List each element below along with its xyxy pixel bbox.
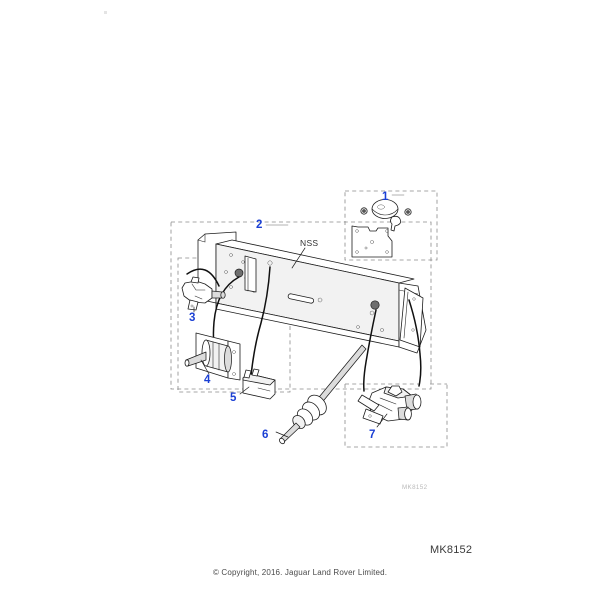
part-2-boss-right: [370, 300, 380, 310]
part-1-mounting-plate: [351, 225, 393, 258]
dashed-group-boxes: [170, 190, 448, 448]
part-5-terminal-1: [243, 369, 252, 379]
part-3-tab: [187, 299, 199, 311]
watermark-code: MK8152: [402, 484, 428, 491]
leader-7: [376, 413, 388, 428]
cable-right-lower: [363, 309, 377, 392]
callout-2: 2: [256, 219, 262, 231]
dashed-box-item-1: [344, 190, 438, 261]
part-2-boss-left: [234, 268, 244, 278]
callout-7: 7: [369, 429, 375, 441]
nss-leader-line: [291, 247, 306, 269]
part-3-latch: [181, 276, 226, 313]
dashed-box-items-3-5: [177, 257, 291, 393]
leader-4: [200, 359, 210, 375]
part-7-arm-left: [357, 394, 380, 412]
part-6-rod: [275, 344, 367, 445]
part-6-grommet: [292, 394, 327, 429]
part-7-arm-lower: [362, 408, 384, 425]
cable-center: [250, 266, 271, 377]
part-3-body: [181, 280, 213, 304]
part-2-center-slot: [287, 293, 315, 304]
callout-5: 5: [230, 392, 237, 404]
leader-5: [239, 386, 250, 395]
part-7-latch-mechanism: [357, 385, 422, 428]
part-2-main-panel: NSS: [197, 231, 427, 354]
copyright-notice: © Copyright, 2016. Jaguar Land Rover Lim…: [213, 568, 387, 577]
part-1-assembly: [351, 199, 412, 258]
part-2-stiffener: [244, 255, 257, 293]
leader-6: [275, 431, 289, 438]
part-5-switch: [239, 368, 276, 400]
background-speck: [104, 11, 107, 14]
dashed-box-item-2: [170, 221, 432, 390]
diagram-code: MK8152: [430, 544, 472, 556]
part-3-top-lug: [190, 276, 200, 284]
nss-label: NSS: [300, 238, 318, 248]
dashed-box-item-7: [344, 384, 448, 448]
callout-numbers: 1 2 3 4 5 6 7: [189, 191, 389, 441]
callout-4: 4: [204, 374, 211, 386]
part-4-motor: [184, 332, 241, 381]
cable-left-upper: [186, 268, 220, 287]
cable-right-bracket: [408, 299, 422, 387]
part-1-clip: [390, 215, 402, 232]
part-7-pawl: [387, 385, 403, 397]
callout-3: 3: [189, 312, 195, 324]
part-5-terminal-2: [251, 368, 260, 377]
callout-6: 6: [262, 429, 268, 441]
callout-1: 1: [382, 191, 389, 203]
